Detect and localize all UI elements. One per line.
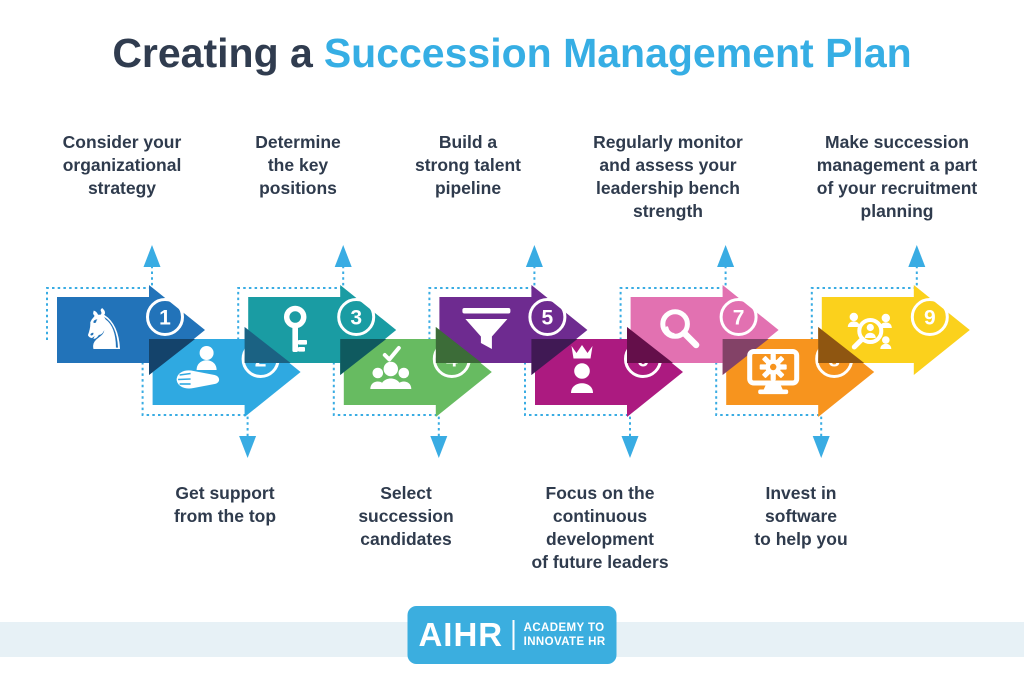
step-number-badge bbox=[719, 298, 758, 336]
arrow-down-icon bbox=[812, 436, 830, 458]
arrow-up-icon bbox=[334, 245, 352, 267]
arrow-overlap-shadow bbox=[340, 339, 387, 375]
arrow-overlap-shadow bbox=[818, 327, 865, 363]
monitor-gear-icon bbox=[747, 349, 800, 395]
title-prefix: Creating a bbox=[112, 30, 313, 76]
arrow-overlap-shadow bbox=[531, 339, 578, 375]
step-label-2: Get support from the top bbox=[173, 483, 277, 526]
step-label-7: Regularly monitor and assess your leader… bbox=[593, 132, 743, 221]
step-number-badge bbox=[146, 298, 184, 336]
connector-7 bbox=[619, 245, 735, 340]
arrow-shape bbox=[821, 285, 970, 375]
chess-knight-icon: ♞ bbox=[79, 298, 129, 363]
hand-person-icon bbox=[176, 346, 220, 389]
step-number-badge bbox=[337, 298, 376, 336]
step-label-3: Determine the key positions bbox=[255, 132, 341, 198]
connector-3 bbox=[237, 245, 352, 340]
connector-1 bbox=[46, 245, 161, 340]
step-label-4: Select succession candidates bbox=[358, 483, 454, 549]
connector-4 bbox=[332, 362, 448, 458]
step-arrow-9: 9 bbox=[818, 285, 970, 375]
arrow-overlap-shadow bbox=[435, 327, 482, 363]
svg-text:♞: ♞ bbox=[79, 298, 129, 363]
key-icon bbox=[283, 305, 307, 352]
arrow-down-icon bbox=[430, 436, 448, 458]
dashed-connector bbox=[428, 266, 536, 340]
connector-6 bbox=[524, 362, 639, 458]
connector-8 bbox=[715, 362, 830, 458]
step-label-8: Invest in software to help you bbox=[754, 483, 848, 549]
logo-divider bbox=[512, 620, 515, 650]
funnel-icon bbox=[462, 308, 511, 349]
logo-text: AIHR bbox=[418, 616, 504, 653]
arrow-up-icon bbox=[717, 245, 735, 267]
arrow-up-icon bbox=[525, 245, 543, 267]
step-number: 5 bbox=[542, 307, 554, 330]
arrow-down-icon bbox=[239, 436, 257, 458]
step-label-9: Make succession management a part of you… bbox=[816, 132, 978, 221]
step-number: 9 bbox=[924, 307, 936, 330]
tagline-line2: INNOVATE HR bbox=[523, 636, 606, 648]
arrow-overlap-shadow bbox=[627, 327, 673, 363]
step-label-5: Build a strong talent pipeline bbox=[415, 132, 521, 198]
step-label-1: Consider your organizational strategy bbox=[62, 132, 182, 198]
arrow-overlap-shadow bbox=[149, 339, 195, 375]
dashed-connector bbox=[810, 266, 918, 340]
arrow-overlap-shadow bbox=[722, 339, 769, 375]
tagline-line1: ACADEMY TO bbox=[523, 622, 605, 634]
step-number-badge bbox=[910, 298, 949, 336]
aihr-logo: AIHR ACADEMY TO INNOVATE HR bbox=[407, 606, 617, 664]
dashed-connector bbox=[619, 266, 727, 340]
team-check-icon bbox=[370, 346, 412, 389]
dashed-connector bbox=[46, 266, 153, 340]
step-number-badge bbox=[528, 298, 567, 336]
magnifier-icon bbox=[660, 309, 700, 349]
leader-crown-icon bbox=[571, 345, 593, 393]
arrow-up-icon bbox=[143, 245, 161, 267]
connector-5 bbox=[428, 245, 543, 340]
dashed-connector bbox=[237, 266, 345, 340]
step-number: 3 bbox=[350, 307, 362, 330]
connector-2 bbox=[141, 362, 257, 458]
title-highlight: Succession Management Plan bbox=[323, 30, 912, 76]
step-number: 7 bbox=[733, 307, 745, 330]
step-label-6: Focus on the continuous development of f… bbox=[531, 483, 669, 572]
arrow-up-icon bbox=[908, 245, 926, 267]
arrow-overlap-shadow bbox=[244, 327, 291, 363]
arrow-down-icon bbox=[621, 436, 639, 458]
headhunting-icon bbox=[847, 312, 892, 350]
logo-tagline: ACADEMY TO INNOVATE HR bbox=[524, 621, 606, 649]
connector-9 bbox=[810, 245, 926, 340]
step-number: 1 bbox=[159, 307, 171, 330]
